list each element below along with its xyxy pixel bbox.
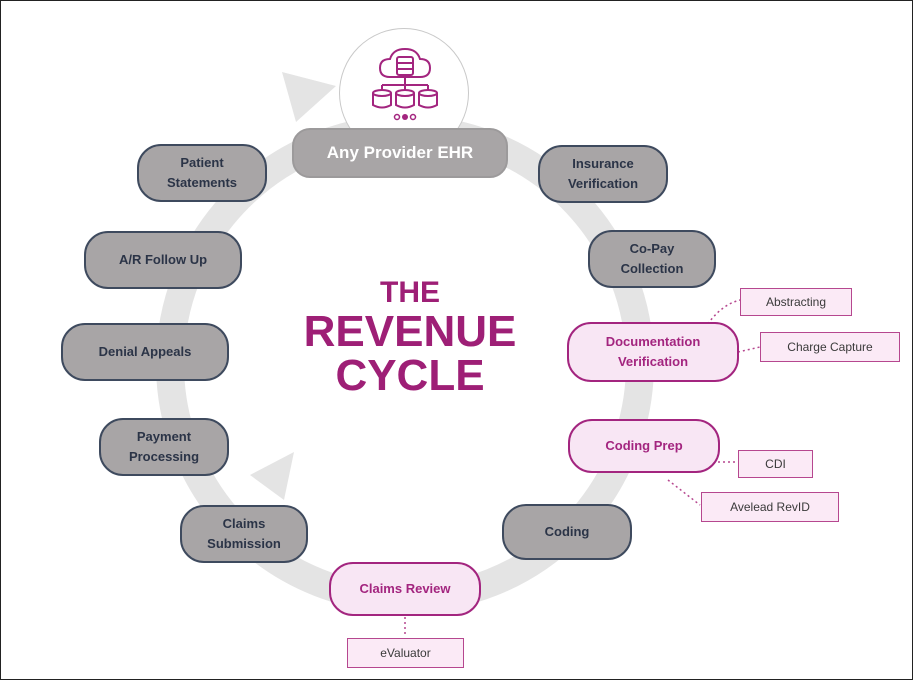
- title-line-3: CYCLE: [335, 351, 485, 400]
- step-label: Co-Pay: [629, 241, 675, 256]
- step-label: A/R Follow Up: [118, 252, 208, 267]
- step-label: Claims Review: [359, 581, 451, 596]
- step-label: Coding Prep: [605, 438, 683, 453]
- step-label: Statements: [166, 175, 238, 190]
- step-label: Documentation: [605, 334, 701, 349]
- step-label: Claims: [222, 516, 266, 531]
- step-label: Collection: [620, 261, 684, 276]
- cloud-database-icon: [372, 47, 438, 121]
- hub-any-provider-ehr: Any Provider EHR: [292, 128, 508, 178]
- step-denial-appeals: Denial Appeals: [61, 323, 229, 381]
- tag-abstracting: Abstracting: [740, 288, 852, 316]
- tag-avelead-revid: Avelead RevID: [701, 492, 839, 522]
- step-label: Insurance: [572, 156, 634, 171]
- step-ar-follow-up: A/R Follow Up: [84, 231, 242, 289]
- step-label: Verification: [617, 354, 689, 369]
- connector-avelead-revid: [667, 479, 701, 506]
- step-label: Processing: [128, 449, 200, 464]
- tag-cdi: CDI: [738, 450, 813, 478]
- step-label: Submission: [207, 536, 281, 551]
- step-label: Coding: [544, 524, 590, 539]
- tag-evaluator: eValuator: [347, 638, 464, 668]
- tag-charge-capture: Charge Capture: [760, 332, 900, 362]
- step-label: Denial Appeals: [98, 344, 192, 359]
- step-label: Verification: [567, 176, 639, 191]
- step-label: Patient: [180, 155, 224, 170]
- step-coding: Coding: [502, 504, 632, 560]
- step-coding-prep: Coding Prep: [568, 419, 720, 473]
- title-line-1: THE: [380, 276, 440, 309]
- step-claims-review: Claims Review: [329, 562, 481, 616]
- connector-charge-capture: [737, 346, 761, 353]
- cycle-arrow-inner-icon: [250, 452, 294, 500]
- title-line-2: REVENUE: [303, 307, 517, 356]
- cycle-arrow-top-icon: [282, 72, 336, 122]
- step-label: Payment: [136, 429, 192, 444]
- hub-label: Any Provider EHR: [326, 143, 474, 162]
